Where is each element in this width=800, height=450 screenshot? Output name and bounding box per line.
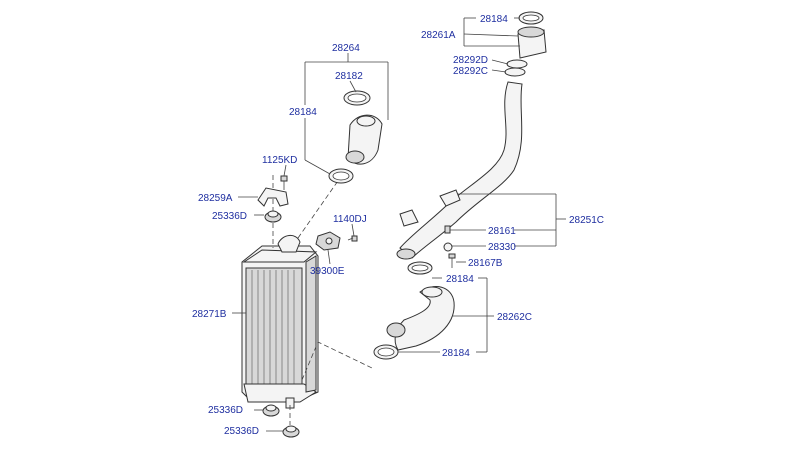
label-bolt-1125: 1125KD xyxy=(262,155,297,166)
alignment-line xyxy=(301,341,373,381)
label-clamp-lower-1: 28184 xyxy=(446,274,474,285)
label-pipe-bolt: 28161 xyxy=(488,226,516,237)
insulator-bottom-1-part xyxy=(262,404,280,417)
label-bracket: 28259A xyxy=(198,193,233,204)
sensor-part xyxy=(315,231,341,251)
alignment-line xyxy=(297,177,341,239)
label-ring-c: 28292C xyxy=(453,66,488,77)
label-insulator-top: 25336D xyxy=(212,211,247,222)
label-ring-d: 28292D xyxy=(453,55,488,66)
label-insulator-bottom-1: 25336D xyxy=(208,405,243,416)
label-insulator-bottom-2: 25336D xyxy=(224,426,259,437)
clamp-lower-1-part xyxy=(407,261,433,275)
insulator-top-part xyxy=(264,210,282,223)
pipe-bolt-part xyxy=(444,225,451,234)
clamp-lower-2-part xyxy=(373,344,399,360)
pipe-bolt-b-part xyxy=(448,253,456,268)
bolt-1140-part xyxy=(347,235,358,242)
pipe-ring-part xyxy=(443,242,453,252)
main-pipe-part xyxy=(396,81,523,260)
label-hose-top-right: 28261A xyxy=(421,30,456,41)
bracket-part xyxy=(257,187,289,207)
hose-top-right-part xyxy=(517,26,547,59)
label-pipe-bolt-b: 28167B xyxy=(468,258,503,269)
lower-hose-part xyxy=(386,286,455,351)
label-hose-lower-assy: 28262C xyxy=(497,312,532,323)
label-pipe-assy: 28251C xyxy=(569,215,604,226)
label-intercooler: 28271B xyxy=(192,309,227,320)
label-clamp-top-right: 28184 xyxy=(480,14,508,25)
clamp-upper-2-part xyxy=(328,168,354,184)
label-bolt-1140: 1140DJ xyxy=(333,214,367,225)
insulator-bottom-2-part xyxy=(282,425,300,438)
label-pipe-ring: 28330 xyxy=(488,242,516,253)
label-clamp-lower-2: 28184 xyxy=(442,348,470,359)
clamp-top-right-part xyxy=(518,11,544,25)
leader-lines xyxy=(232,17,566,432)
label-clamp-upper: 28182 xyxy=(335,71,363,82)
label-sensor: 39300E xyxy=(310,266,345,277)
upper-hose-part xyxy=(345,114,383,165)
intercooler-part xyxy=(241,235,319,409)
ring-part xyxy=(504,59,528,77)
label-hose-upper-assy: 28264 xyxy=(332,43,360,54)
label-clamp-upper-2: 28184 xyxy=(289,107,317,118)
bolt-1125-part xyxy=(280,175,288,190)
clamp-upper-part xyxy=(343,90,371,106)
